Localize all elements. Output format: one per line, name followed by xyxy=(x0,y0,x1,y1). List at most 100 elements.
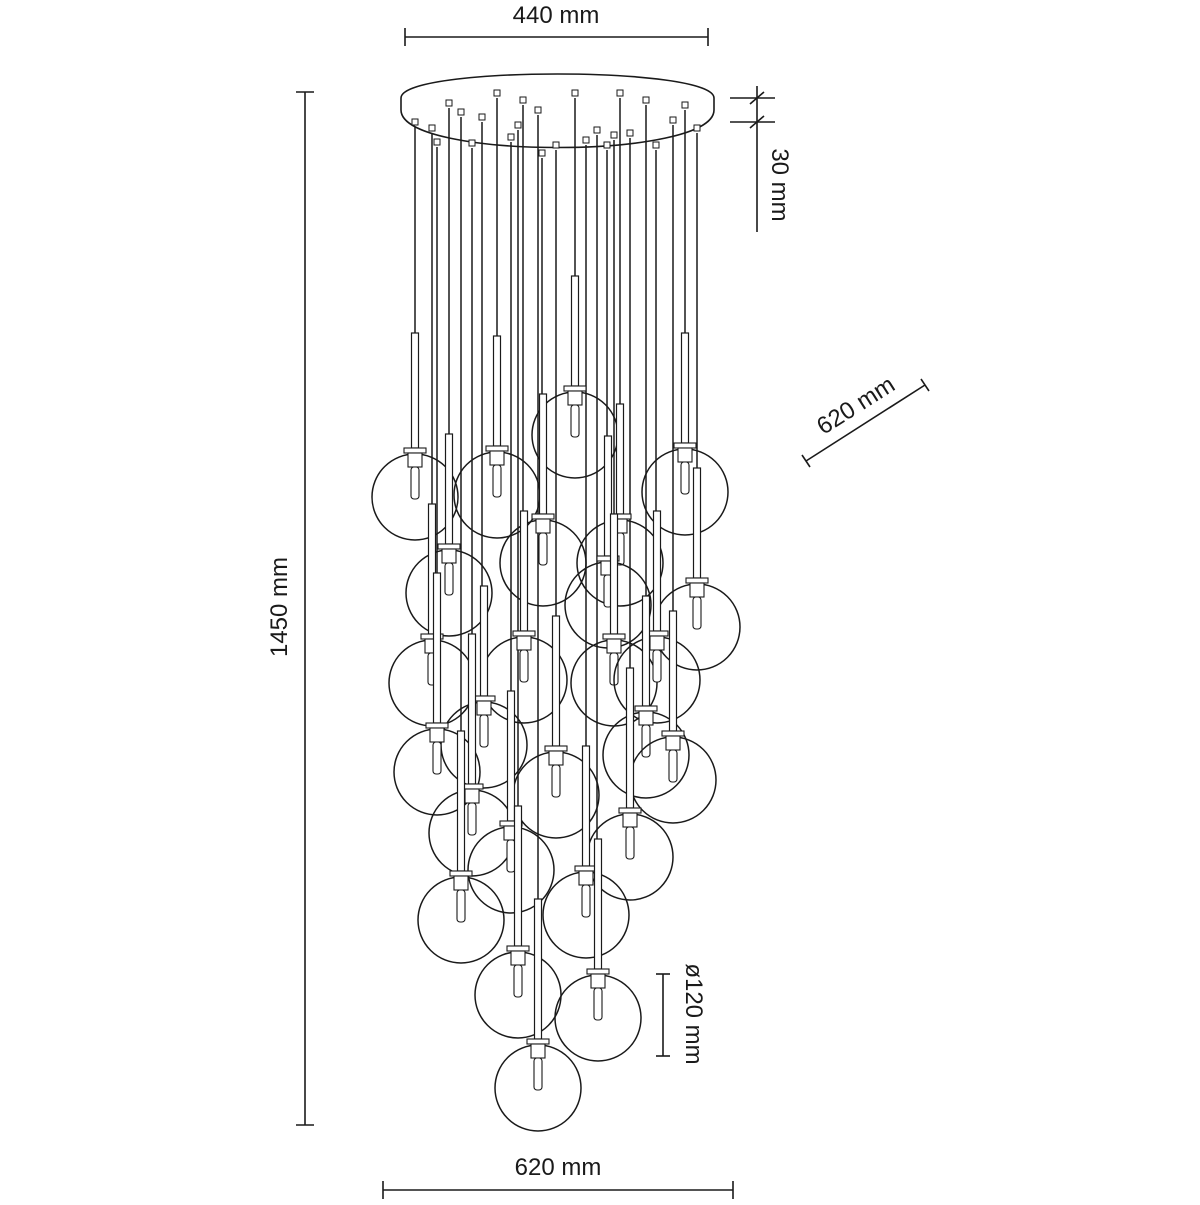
metal-tube xyxy=(456,730,466,872)
metal-tube xyxy=(625,667,635,809)
pendant-lamp xyxy=(531,89,619,479)
bulb xyxy=(652,649,662,683)
bulb xyxy=(467,802,477,836)
cord-anchor xyxy=(433,138,441,146)
socket-body xyxy=(510,950,526,966)
socket-body xyxy=(677,447,693,463)
metal-tube xyxy=(593,838,603,970)
pendant-lamp xyxy=(474,121,562,1039)
pendant-lamp xyxy=(613,141,701,724)
socket-collar xyxy=(618,807,642,814)
socket-body xyxy=(453,875,469,891)
pendant-lamp xyxy=(494,106,582,1132)
pendant-lamp xyxy=(554,126,642,1062)
pendant-lamp xyxy=(417,108,505,964)
pendant-cluster xyxy=(371,89,741,1132)
socket-body xyxy=(489,450,505,466)
cord-anchor xyxy=(593,126,601,134)
cord-anchor xyxy=(493,89,501,97)
metal-tube xyxy=(609,513,619,635)
cord-anchor xyxy=(534,106,542,114)
socket-collar xyxy=(512,630,536,637)
bulb xyxy=(432,741,442,775)
dimension-total-height: 1450 mm xyxy=(266,91,314,1126)
socket-body xyxy=(476,700,492,716)
metal-tube xyxy=(410,332,420,449)
metal-tube xyxy=(668,610,678,732)
metal-tube xyxy=(615,403,625,515)
dimension-tick xyxy=(801,454,811,468)
socket-body xyxy=(665,735,681,751)
bulb xyxy=(668,749,678,783)
socket-collar xyxy=(531,513,555,520)
pendant-lamp xyxy=(641,101,729,536)
bulb xyxy=(519,649,529,683)
metal-tube xyxy=(513,805,523,947)
socket-body xyxy=(606,638,622,654)
socket-body xyxy=(407,452,423,468)
cord-anchor xyxy=(642,96,650,104)
pendant-lamp xyxy=(542,136,630,959)
bulb xyxy=(513,964,523,998)
socket-body xyxy=(649,635,665,651)
metal-tube xyxy=(519,510,529,632)
pendant-lamp xyxy=(453,89,541,539)
dimension-globe-diameter: ø120 mm xyxy=(656,963,707,1065)
canopy-disc xyxy=(400,73,715,149)
bulb xyxy=(533,1057,543,1091)
canopy-height-label: 30 mm xyxy=(766,148,793,221)
pendant-lamp xyxy=(405,99,493,637)
bulb xyxy=(692,596,702,630)
dimension-tick xyxy=(749,91,765,105)
socket-collar xyxy=(485,445,509,452)
total-height-label: 1450 mm xyxy=(266,557,293,657)
cord-anchor xyxy=(428,124,436,132)
socket-collar xyxy=(425,722,449,729)
socket-collar xyxy=(586,968,610,975)
canopy-width-label: 440 mm xyxy=(513,2,600,29)
socket-body xyxy=(464,788,480,804)
bulb xyxy=(570,404,580,438)
metal-tube xyxy=(467,633,477,785)
pendant-lamp xyxy=(467,133,555,914)
cord-anchor xyxy=(681,101,689,109)
dimension-line xyxy=(805,384,926,462)
bulb xyxy=(581,884,591,918)
metal-tube xyxy=(551,615,561,747)
dimension-canopy-height: 30 mm xyxy=(730,86,793,232)
socket-collar xyxy=(449,870,473,877)
metal-tube xyxy=(492,335,502,447)
cord-anchor xyxy=(652,141,660,149)
cord-anchor xyxy=(603,141,611,149)
metal-tube xyxy=(581,745,591,867)
socket-body xyxy=(622,812,638,828)
socket-collar xyxy=(526,1038,550,1045)
cord-anchor xyxy=(445,99,453,107)
socket-body xyxy=(578,870,594,886)
socket-body xyxy=(590,973,606,989)
bulb xyxy=(456,889,466,923)
bulb xyxy=(538,532,548,566)
socket-collar xyxy=(661,730,685,737)
cord-anchor xyxy=(616,89,624,97)
bulb xyxy=(492,464,502,498)
total-width-label: 620 mm xyxy=(515,1154,602,1181)
socket-collar xyxy=(472,695,496,702)
cord-anchor xyxy=(571,89,579,97)
pendant-lamp xyxy=(653,124,741,671)
socket-collar xyxy=(403,447,427,454)
socket-collar xyxy=(506,945,530,952)
metal-tube xyxy=(479,585,489,697)
socket-body xyxy=(429,727,445,743)
dimension-total-width: 620 mm xyxy=(382,1154,734,1199)
globe-diameter-label: ø120 mm xyxy=(680,963,707,1064)
socket-collar xyxy=(574,865,598,872)
bulb xyxy=(410,466,420,500)
metal-tube xyxy=(538,393,548,515)
pendant-lamp xyxy=(570,131,658,727)
pendant-lamp xyxy=(440,113,528,789)
socket-collar xyxy=(544,745,568,752)
cord-anchor xyxy=(552,141,560,149)
